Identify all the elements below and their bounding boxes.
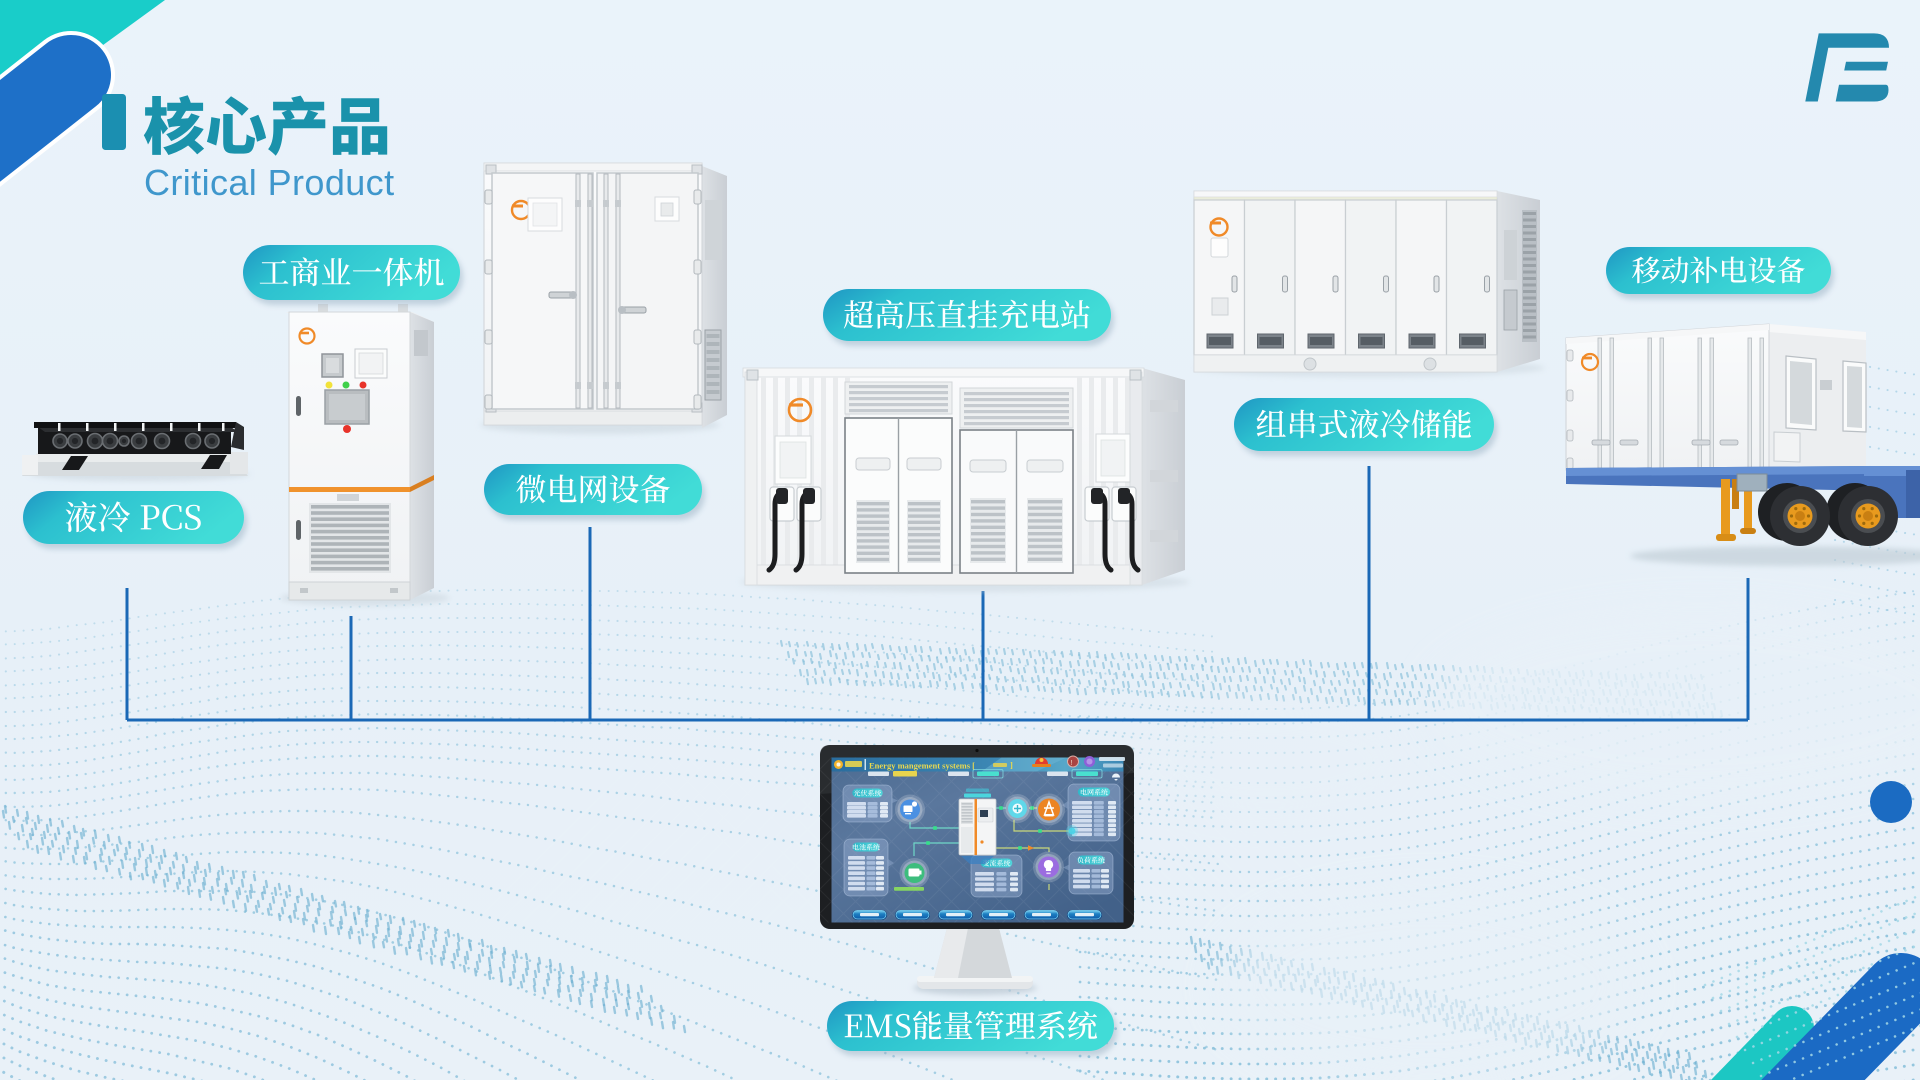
svg-text:!: !: [1071, 760, 1073, 767]
svg-text:Critical Product: Critical Product: [144, 162, 394, 203]
svg-text:]: ]: [1010, 760, 1013, 770]
svg-text:Energy mangement systems [: Energy mangement systems [: [869, 761, 975, 771]
